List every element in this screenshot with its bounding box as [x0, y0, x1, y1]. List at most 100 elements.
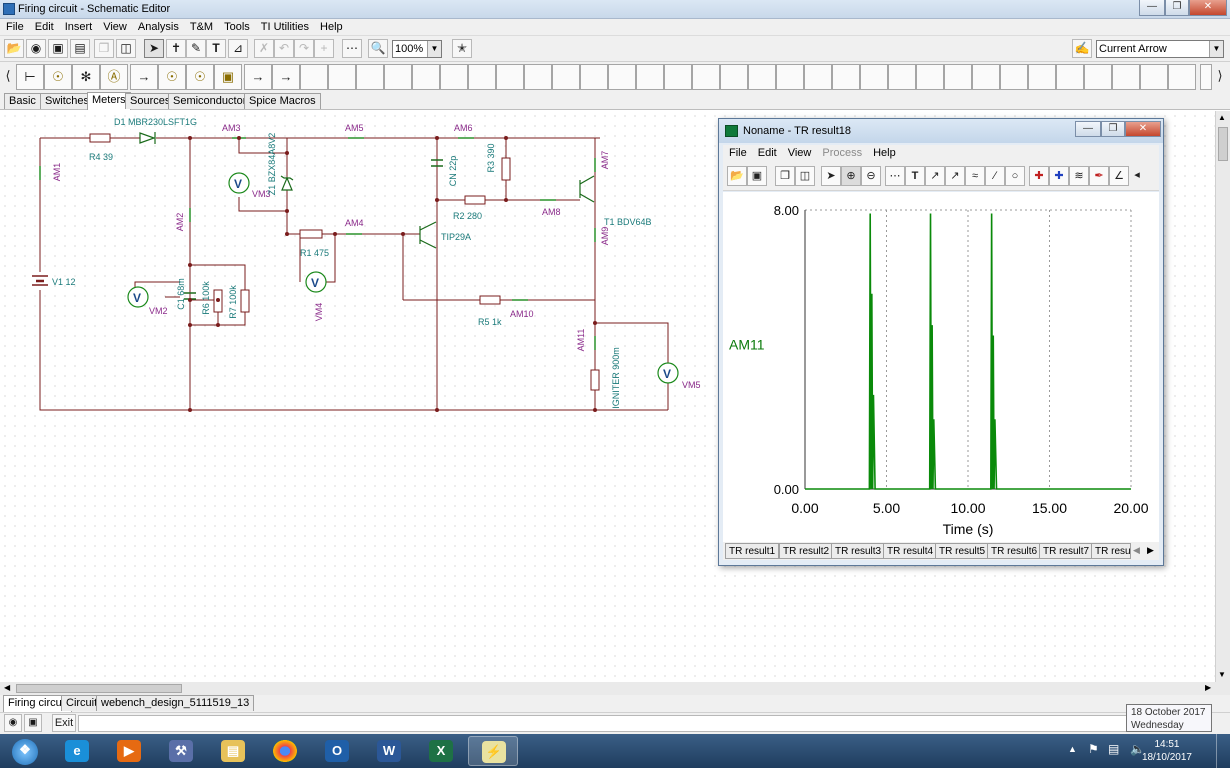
pointer-mode-icon[interactable]: ✍: [1072, 39, 1092, 58]
menu-tm[interactable]: T&M: [189, 21, 214, 33]
tab-tr-result2[interactable]: TR result2: [779, 543, 834, 559]
taskbar-tool[interactable]: ⚒: [156, 736, 206, 766]
tab-tr-result8[interactable]: TR resul: [1091, 543, 1131, 559]
tab-tr-result5[interactable]: TR result5: [935, 543, 990, 559]
tab-tr-result4[interactable]: TR result4: [883, 543, 938, 559]
taskbar-outlook[interactable]: O: [312, 736, 362, 766]
empty-slot-icon[interactable]: [916, 64, 944, 90]
taskbar-excel[interactable]: X: [416, 736, 466, 766]
grid-icon[interactable]: ⋯: [342, 39, 362, 58]
plot-area[interactable]: 8.00 0.00 0.00 5.00 10.00 15.00 20.00 AM…: [723, 192, 1159, 542]
chevron-down-icon[interactable]: ▼: [427, 41, 441, 57]
wire-select-icon[interactable]: ✝: [166, 39, 186, 58]
save-as-icon[interactable]: ▤: [70, 39, 90, 58]
select-arrow-icon[interactable]: ➤: [144, 39, 164, 58]
show-desktop-button[interactable]: [1216, 734, 1230, 768]
tray-expand-icon[interactable]: ▲: [1068, 744, 1077, 754]
text-icon[interactable]: T: [905, 166, 925, 186]
ramp-icon[interactable]: ∠: [1109, 166, 1129, 186]
wattmeter-icon[interactable]: ☉: [186, 64, 214, 90]
zoom-select[interactable]: 100%▼: [392, 40, 442, 58]
tray-flag-icon[interactable]: ⚑: [1088, 742, 1099, 756]
empty-slot-icon[interactable]: [328, 64, 356, 90]
tab-circuit[interactable]: Circuit: [61, 695, 103, 711]
menu-edit[interactable]: Edit: [34, 21, 54, 33]
tab-scroll-right-icon[interactable]: ▶: [1147, 545, 1154, 555]
paste-icon[interactable]: ◫: [116, 39, 136, 58]
maximize-icon[interactable]: ❐: [1101, 121, 1125, 137]
taskbar-clock[interactable]: 14:51 18/10/2017: [1142, 738, 1192, 764]
marker-b-icon[interactable]: ✚: [1049, 166, 1069, 186]
add-point-icon[interactable]: +: [314, 39, 334, 58]
empty-slot-icon[interactable]: [748, 64, 776, 90]
exit-button[interactable]: Exit: [52, 714, 76, 732]
menu-view[interactable]: View: [103, 21, 127, 33]
start-button[interactable]: ❖: [4, 736, 48, 766]
empty-slot-icon[interactable]: [888, 64, 916, 90]
zoom-icon[interactable]: 🔍: [368, 39, 388, 58]
probe-icon[interactable]: ✒: [1089, 166, 1109, 186]
empty-slot-icon[interactable]: [720, 64, 748, 90]
save-icon[interactable]: ▣: [48, 39, 68, 58]
save-icon[interactable]: ▣: [747, 166, 767, 186]
menu-file[interactable]: File: [6, 21, 24, 33]
tab-tr-result7[interactable]: TR result7: [1039, 543, 1094, 559]
tr-menu-process[interactable]: Process: [822, 147, 863, 159]
scroll-right-icon[interactable]: ⟩: [1217, 68, 1223, 83]
empty-slot-icon[interactable]: [1084, 64, 1112, 90]
tab-switches[interactable]: Switches: [40, 93, 95, 109]
auto-wire-icon[interactable]: ⊿: [228, 39, 248, 58]
scroll-right-icon[interactable]: ▶: [1205, 683, 1212, 692]
select-arrow-icon[interactable]: ➤: [821, 166, 841, 186]
pen-icon[interactable]: ✎: [186, 39, 206, 58]
grid-icon[interactable]: ⋯: [885, 166, 905, 186]
empty-slot-icon[interactable]: [1140, 64, 1168, 90]
open-icon[interactable]: 📂: [727, 166, 747, 186]
minimize-icon[interactable]: —: [1139, 0, 1165, 16]
undo-icon[interactable]: ↶: [274, 39, 294, 58]
tr-menu-edit[interactable]: Edit: [757, 147, 777, 159]
menu-help[interactable]: Help: [320, 21, 343, 33]
browse-icon[interactable]: ◉: [26, 39, 46, 58]
zoom-in-icon[interactable]: ⊕: [841, 166, 861, 186]
probe-icon[interactable]: ✭: [452, 39, 472, 58]
tab-spice-macros[interactable]: Spice Macros: [244, 93, 321, 109]
empty-slot-icon[interactable]: [860, 64, 888, 90]
text-icon[interactable]: T: [206, 39, 226, 58]
vertical-scrollbar[interactable]: ▲ ▼: [1215, 111, 1230, 682]
empty-slot-icon[interactable]: [636, 64, 664, 90]
empty-slot-icon[interactable]: [412, 64, 440, 90]
taskbar-explorer[interactable]: ▤: [208, 736, 258, 766]
tab-scroll-left-icon[interactable]: ◀: [1133, 545, 1140, 555]
line-icon[interactable]: ∕: [985, 166, 1005, 186]
empty-slot-icon[interactable]: [1056, 64, 1084, 90]
empty-slot-icon[interactable]: [1028, 64, 1056, 90]
circle-icon[interactable]: ○: [1005, 166, 1025, 186]
current-arrow-icon[interactable]: →: [130, 64, 158, 90]
cursor-b-icon[interactable]: ↗: [945, 166, 965, 186]
empty-slot-icon[interactable]: [356, 64, 384, 90]
terminal-s-icon[interactable]: →: [272, 64, 300, 90]
ammeter-switch-icon[interactable]: ⊢: [16, 64, 44, 90]
ammeter-icon[interactable]: Ⓐ: [100, 64, 128, 90]
empty-slot-icon[interactable]: [1200, 64, 1212, 90]
taskbar-tina[interactable]: ⚡: [468, 736, 518, 766]
paste-icon[interactable]: ◫: [795, 166, 815, 186]
taskbar-word[interactable]: W: [364, 736, 414, 766]
zoom-fit-icon[interactable]: ⊖: [861, 166, 881, 186]
empty-slot-icon[interactable]: [1000, 64, 1028, 90]
open-icon[interactable]: 📂: [4, 39, 24, 58]
horizontal-scroll-thumb[interactable]: [16, 684, 182, 693]
vertical-scroll-thumb[interactable]: [1218, 127, 1228, 161]
check-icon[interactable]: ▣: [24, 714, 42, 732]
tr-menu-help[interactable]: Help: [873, 147, 896, 159]
empty-slot-icon[interactable]: [496, 64, 524, 90]
terminal-t-icon[interactable]: →: [244, 64, 272, 90]
empty-slot-icon[interactable]: [1112, 64, 1140, 90]
menu-ti-utilities[interactable]: TI Utilities: [260, 21, 310, 33]
tab-sources[interactable]: Sources: [125, 93, 176, 109]
tray-network-icon[interactable]: ▤: [1108, 742, 1120, 756]
empty-slot-icon[interactable]: [804, 64, 832, 90]
tab-firing-circuit[interactable]: Firing circuit: [3, 695, 73, 713]
voltmeter-icon[interactable]: ☉: [158, 64, 186, 90]
